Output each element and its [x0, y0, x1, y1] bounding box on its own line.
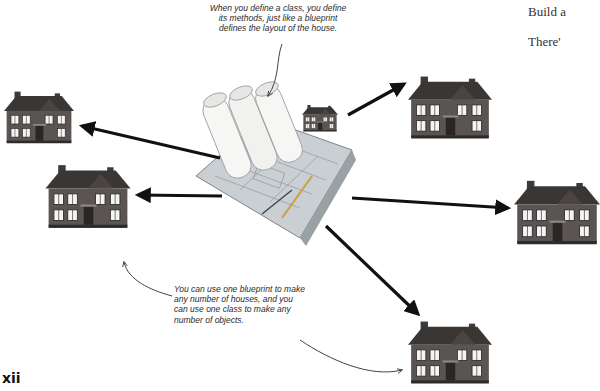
- blueprint-illustration: [196, 79, 356, 246]
- house-illustration: [514, 181, 600, 244]
- house-illustration: [408, 322, 492, 384]
- house-illustration: [408, 77, 492, 139]
- arrow: [348, 84, 404, 115]
- house-illustration: [4, 92, 74, 144]
- annotation-note: You can use one blueprint to make any nu…: [174, 284, 306, 325]
- arrow: [352, 198, 508, 208]
- arrow: [82, 84, 508, 314]
- arrow: [82, 126, 220, 158]
- body-text: Build a: [528, 4, 600, 20]
- annotation-note: When you define a class, you define its …: [208, 3, 348, 34]
- leader-line: [124, 262, 172, 296]
- arrow: [138, 195, 222, 196]
- leader-line: [268, 44, 282, 96]
- leader-line: [300, 340, 402, 372]
- arrow: [326, 226, 418, 314]
- body-text: There': [528, 34, 600, 50]
- house-illustration: [45, 165, 130, 228]
- page-number: xii: [2, 370, 42, 387]
